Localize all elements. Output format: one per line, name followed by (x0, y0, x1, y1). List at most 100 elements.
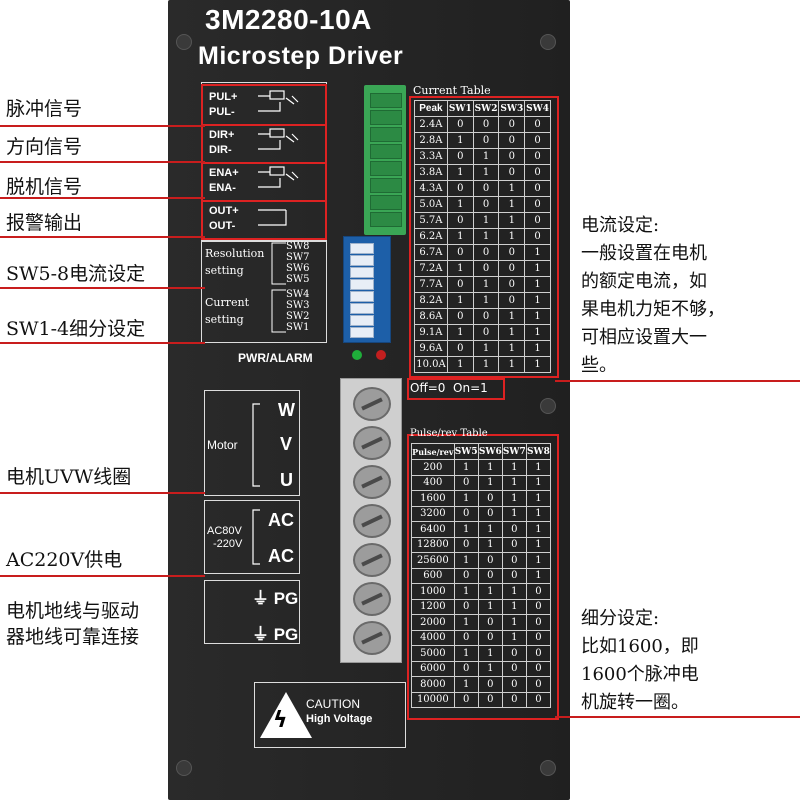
current_table-cell: 1 (524, 276, 551, 293)
connector-slot (370, 93, 402, 108)
label-ac220v: AC220V供电 (6, 549, 123, 571)
current_table-cell: 5.7A (414, 212, 448, 229)
current_table-cell: 0 (498, 276, 526, 293)
pulse_table-cell: 1 (501, 474, 527, 491)
pulse_table-cell: 1 (525, 521, 552, 538)
terminal-v: V (280, 434, 293, 454)
leader-line (0, 125, 205, 127)
current_table-cell: 0 (498, 260, 526, 277)
product-subtitle: Microstep Driver (198, 42, 404, 70)
pulse_table-cell: 0 (477, 490, 503, 507)
leader-line (0, 236, 205, 238)
pulse_table-cell: 0 (525, 583, 552, 600)
current_table-cell: 0 (524, 212, 551, 229)
note-current-setting: 电流设定: 一般设置在电机 的额定电流，如 果电机力矩不够， 可相应设置大一 些… (581, 215, 725, 376)
dip-sw6[interactable] (350, 267, 374, 278)
leader-line (0, 342, 205, 344)
current_table-cell: 0 (446, 212, 474, 229)
connector-slot (370, 144, 402, 159)
mount-screw (176, 34, 192, 50)
alarm-led (376, 350, 386, 360)
connector-slot (370, 110, 402, 125)
label-sw5-8: SW5-8电流设定 (6, 263, 146, 285)
current_table-cell: 0 (498, 164, 526, 181)
resolution-label-1: Resolution (205, 247, 265, 260)
sw8-label: SW8 (286, 241, 310, 252)
pulse-table-highlight (407, 434, 559, 720)
current_table-cell: 1 (524, 308, 551, 325)
pulse_table-cell: 0 (453, 505, 479, 522)
pulse_table-cell: 0 (453, 629, 479, 646)
current_table-cell: 1 (498, 180, 526, 197)
current_table-cell: 1 (446, 228, 474, 245)
current_table-cell: 1 (472, 356, 500, 373)
dir-minus: DIR- (209, 144, 232, 156)
pulse_table-cell: 0 (477, 552, 503, 569)
pulse_table-cell: 1 (525, 552, 552, 569)
pulse_table-cell: 0 (453, 536, 479, 553)
pulse_table-cell: 1 (525, 567, 552, 584)
connector-slot (370, 178, 402, 193)
pulse_table-cell: 0 (525, 691, 552, 708)
pulse_table-cell: 0 (453, 660, 479, 677)
current_table-cell: 1 (472, 276, 500, 293)
current_table-cell: 1 (472, 148, 500, 165)
current_table-cell: 0 (446, 308, 474, 325)
pulse_table-cell: 0 (501, 645, 527, 662)
dip-sw7[interactable] (350, 255, 374, 266)
label-motor-uvw: 电机UVW线圈 (6, 466, 132, 488)
pulse_table-cell: 1 (501, 490, 527, 507)
terminal-ac-1: AC (268, 510, 294, 530)
current_table-cell: 6.7A (414, 244, 448, 261)
current-table-title: Current Table (413, 84, 491, 97)
leader-line (555, 716, 800, 718)
current_table-cell: 1 (498, 340, 526, 357)
power-label-2: -220V (213, 538, 243, 550)
sw7-label: SW7 (286, 252, 310, 263)
dip-sw3[interactable] (350, 303, 374, 314)
legend-highlight (407, 378, 505, 400)
dip-sw5[interactable] (350, 279, 374, 290)
pulse_table-cell: 0 (501, 660, 527, 677)
power-terminal-block (340, 378, 402, 663)
current-label-2: setting (205, 313, 244, 326)
pulse_table-cell: 3200 (411, 505, 455, 522)
pulse_table-cell: 1 (525, 490, 552, 507)
pul-minus: PUL- (209, 106, 235, 118)
current_table-cell: 0 (472, 180, 500, 197)
dip-switch[interactable] (343, 236, 391, 343)
pulse_table-cell: 1 (477, 598, 503, 615)
current_table-cell: 1 (446, 196, 474, 213)
leader-line (0, 161, 205, 163)
pulse_table-cell: 10000 (411, 691, 455, 708)
dir-plus: DIR+ (209, 129, 235, 141)
dip-sw1[interactable] (350, 327, 374, 338)
dip-sw2[interactable] (350, 315, 374, 326)
sw5-label: SW5 (286, 274, 310, 285)
pulse_table-cell: 1 (525, 459, 552, 476)
dip-sw4[interactable] (350, 291, 374, 302)
dip-sw8[interactable] (350, 243, 374, 254)
current_table-cell: 0 (524, 164, 551, 181)
current_table-cell: 1 (446, 324, 474, 341)
pulse_table-cell: 0 (453, 567, 479, 584)
mount-screw (540, 760, 556, 776)
current_table-cell: 0 (472, 196, 500, 213)
pulse_table-cell: 0 (477, 676, 503, 693)
pul-plus: PUL+ (209, 91, 238, 103)
pulse-table-title: Pulse/rev Table (410, 428, 488, 439)
current_table-cell: 1 (498, 228, 526, 245)
pulse_table-cell: 6000 (411, 660, 455, 677)
